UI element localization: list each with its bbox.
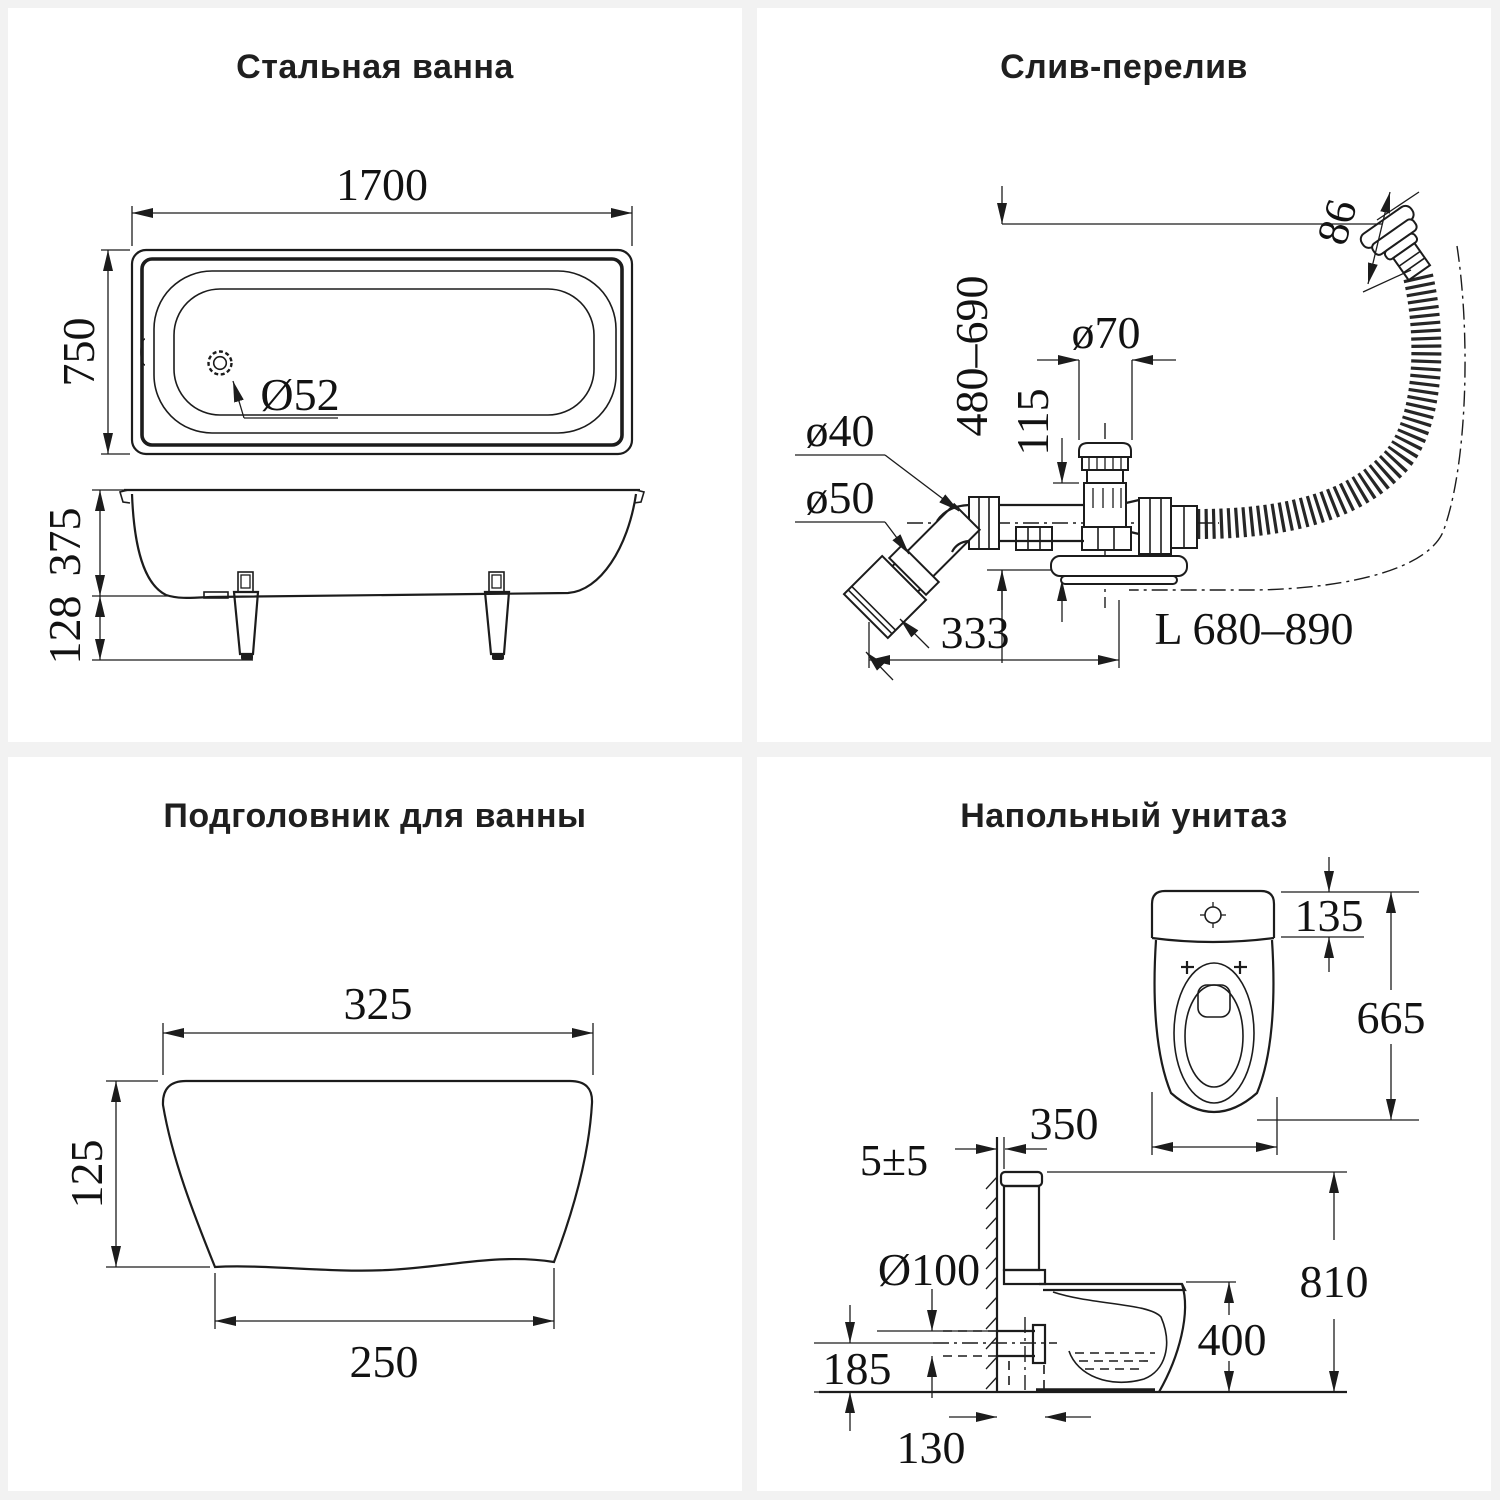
water-line [1075, 1352, 1155, 1370]
outlet-sleeve [842, 554, 928, 640]
dim-label-325: 325 [344, 978, 413, 1029]
panel-toilet: Напольный унитаз [757, 757, 1491, 1491]
dim-top-325: 325 [162, 978, 594, 1075]
dim-label-115: 115 [1007, 388, 1058, 455]
dim-label-50: ø50 [806, 472, 875, 523]
bathtub-top-view [130, 248, 634, 456]
dim-length-665: 665 [1257, 892, 1426, 1121]
dim-label-350: 350 [1030, 1098, 1099, 1149]
dim-label-333: 333 [941, 607, 1010, 658]
dim-label-185: 185 [823, 1343, 892, 1394]
dim-drop-115: 115 [1007, 388, 1079, 622]
dim-label-52: Ø52 [260, 369, 339, 420]
dim-top-70: ø70 [1037, 307, 1176, 440]
dim-label-hose: L 680–890 [1155, 603, 1354, 654]
panel-overflow-title: Слив-перелив [1000, 48, 1248, 86]
dim-width-750: 750 [53, 249, 130, 455]
panel-overflow: Слив-перелив [757, 8, 1491, 742]
fixing-marks [1181, 961, 1247, 974]
drawing-sheet: Стальная ванна [8, 8, 1491, 1491]
bathtub-leg [232, 571, 260, 660]
headrest-outline [161, 1079, 594, 1272]
dim-drain-52: Ø52 [232, 369, 340, 420]
dim-bottom-250: 250 [214, 1268, 555, 1387]
dim-label-480-690: 480–690 [946, 276, 997, 437]
dim-label-130: 130 [897, 1422, 966, 1473]
dim-height-125: 125 [61, 1080, 210, 1268]
dim-label-70: ø70 [1072, 307, 1141, 358]
dim-d50: ø50 [795, 472, 910, 555]
dim-legs-128: 128 [39, 596, 253, 665]
toilet-side-view [819, 1137, 1347, 1394]
panel-bathtub: Стальная ванна [8, 8, 742, 742]
drain-hole [207, 350, 233, 376]
dim-label-135: 135 [1295, 890, 1364, 941]
dim-label-810: 810 [1300, 1256, 1369, 1307]
toilet-drawing: 135 665 350 [814, 857, 1426, 1473]
dim-label-1700: 1700 [336, 159, 428, 210]
corrugated-hose [1196, 272, 1442, 539]
outlet-elbow [842, 496, 1084, 681]
drain-valve [1015, 442, 1198, 585]
dim-outlet-100: Ø100 [877, 1244, 997, 1398]
dim-label-750: 750 [53, 318, 104, 387]
wall-hatching [985, 1176, 998, 1390]
dim-label-40: ø40 [806, 405, 875, 456]
bathtub-leg [483, 571, 511, 660]
bathtub-side-view [118, 488, 646, 660]
dim-tank-135: 135 [1281, 857, 1419, 972]
headrest-drawing: 325 125 250 [61, 978, 594, 1387]
dim-label-125: 125 [61, 1140, 112, 1209]
panel-bathtub-title: Стальная ванна [236, 48, 514, 86]
dim-seat-400: 400 [1186, 1281, 1267, 1392]
toilet-top-view [1150, 889, 1276, 1113]
dim-label-128: 128 [39, 596, 90, 665]
dim-height-480-690: 480–690 [946, 186, 1382, 663]
dim-d40: ø40 [795, 405, 960, 512]
overflow-drawing: 86 480–690 ø70 [795, 186, 1466, 681]
dim-label-100: Ø100 [878, 1244, 980, 1295]
dim-label-400: 400 [1198, 1314, 1267, 1365]
panel-headrest: Подголовник для ванны 325 125 [8, 757, 742, 1491]
dim-offset-130: 130 [897, 1412, 1091, 1473]
dim-length-1700: 1700 [131, 159, 633, 246]
dim-label-86: 86 [1307, 194, 1366, 250]
dim-span-333: 333 [868, 600, 1120, 668]
dim-label-5: 5±5 [860, 1136, 928, 1185]
dim-width-350: 350 [1030, 1092, 1278, 1155]
overflow-mark [140, 338, 146, 366]
hose-length-path [1129, 245, 1466, 591]
dim-gap-5: 5±5 [860, 1136, 1047, 1185]
dim-height-810: 810 [1047, 1171, 1369, 1392]
bathtub-drawing: 1700 750 Ø52 [39, 159, 646, 665]
panel-headrest-title: Подголовник для ванны [163, 797, 587, 835]
dim-outlet-height-185: 185 [814, 1305, 933, 1431]
dim-label-665: 665 [1357, 992, 1426, 1043]
panel-toilet-title: Напольный унитаз [960, 797, 1288, 835]
dim-depth-375: 375 [39, 489, 168, 597]
dim-label-375: 375 [39, 508, 90, 577]
dim-label-250: 250 [350, 1336, 419, 1387]
